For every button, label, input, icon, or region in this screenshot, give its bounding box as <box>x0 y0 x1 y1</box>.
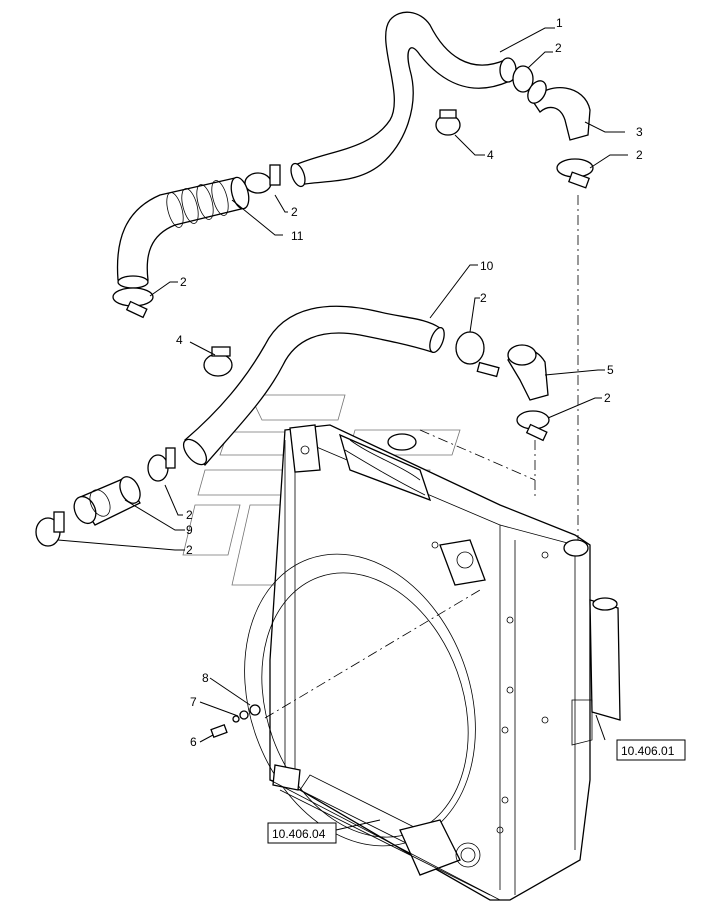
reference-label-right: 10.406.01 <box>621 744 675 758</box>
callout-2: 2 <box>180 275 187 289</box>
callout-8: 8 <box>202 671 209 685</box>
callout-7: 7 <box>190 695 197 709</box>
hose-3 <box>531 87 591 141</box>
callout-6: 6 <box>190 735 197 749</box>
reference-box-bottom[interactable]: 10.406.04 <box>267 819 381 844</box>
hose-clamp <box>512 65 534 93</box>
callout-3: 3 <box>636 125 643 139</box>
callout-1: 1 <box>556 16 563 30</box>
callout-2: 2 <box>636 148 643 162</box>
callout-2: 2 <box>480 291 487 305</box>
radiator-assembly <box>244 424 621 901</box>
callout-4: 4 <box>176 333 183 347</box>
callout-2: 2 <box>186 508 193 522</box>
callout-2: 2 <box>604 391 611 405</box>
reference-box-right[interactable]: 10.406.01 <box>595 714 686 761</box>
hose-1 <box>294 11 513 186</box>
callout-9: 9 <box>186 523 193 537</box>
callout-10: 10 <box>480 259 494 273</box>
callout-labels: 1 2 3 2 4 2 11 2 10 2 4 5 2 2 9 2 8 7 6 <box>176 16 643 749</box>
callout-2: 2 <box>291 205 298 219</box>
callout-4: 4 <box>487 148 494 162</box>
callout-5: 5 <box>607 363 614 377</box>
leader-lines <box>57 27 628 743</box>
hose-clamp <box>455 331 485 365</box>
callout-11: 11 <box>291 229 304 243</box>
hose-clamp <box>244 172 272 194</box>
callout-2: 2 <box>555 41 562 55</box>
fastener-set <box>210 704 261 738</box>
hose-clamp <box>147 454 169 482</box>
callout-2: 2 <box>186 543 193 557</box>
reference-label-bottom: 10.406.04 <box>272 827 326 841</box>
hose-clamp <box>203 353 233 377</box>
